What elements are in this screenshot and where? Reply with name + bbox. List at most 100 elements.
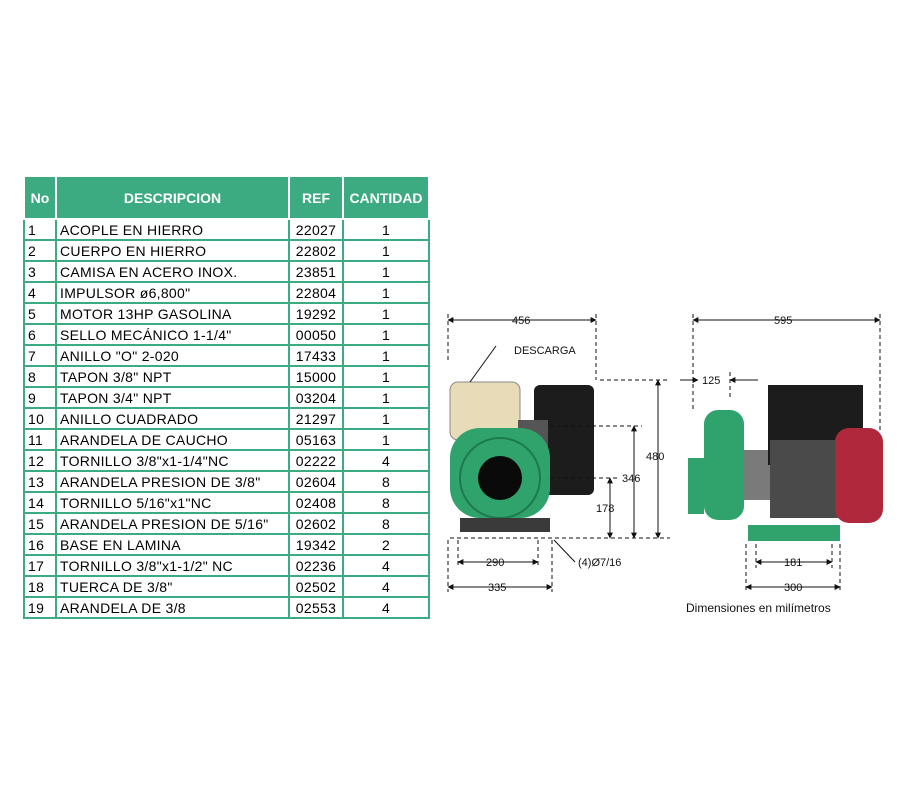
cell-cantidad: 8 [342,513,430,535]
cell-descripcion: ANILLO "O" 2-020 [55,345,290,367]
cell-cantidad: 4 [342,576,430,598]
side-view: 595 125 181 300 Dimensiones en milímetro… [680,314,883,615]
cell-ref: 22802 [288,240,344,262]
dim-front-height-axis: 178 [596,503,614,515]
cell-no: 8 [23,366,57,388]
cell-ref: 02408 [288,492,344,514]
cell-no: 18 [23,576,57,598]
header-descripcion: DESCRIPCION [55,175,290,220]
cell-descripcion: BASE EN LAMINA [55,534,290,556]
cell-descripcion: MOTOR 13HP GASOLINA [55,303,290,325]
cell-ref: 22804 [288,282,344,304]
cell-cantidad: 1 [342,219,430,241]
cell-no: 1 [23,219,57,241]
pump-dimension-drawing: 456 DESCARGA 480 346 178 290 335 (4)Ø7/1… [447,314,883,615]
cell-descripcion: ARANDELA DE 3/8 [55,597,290,619]
cell-ref: 23851 [288,261,344,283]
side-base [748,525,840,541]
cell-descripcion: SELLO MECÁNICO 1-1/4" [55,324,290,346]
cell-ref: 02553 [288,597,344,619]
cell-descripcion: TORNILLO 3/8"x1-1/4"NC [55,450,290,472]
cell-no: 12 [23,450,57,472]
cell-cantidad: 1 [342,240,430,262]
cell-cantidad: 1 [342,282,430,304]
cell-ref: 02502 [288,576,344,598]
cell-descripcion: CAMISA EN ACERO INOX. [55,261,290,283]
dim-front-base-inner: 290 [486,557,504,569]
cell-descripcion: CUERPO EN HIERRO [55,240,290,262]
dimension-caption: Dimensiones en milímetros [686,601,831,615]
side-pump-flange [688,458,704,514]
cell-ref: 03204 [288,387,344,409]
side-engine-cover [835,428,883,523]
cell-cantidad: 2 [342,534,430,556]
cell-cantidad: 4 [342,555,430,577]
dim-side-base-outer: 300 [784,582,802,594]
cell-no: 9 [23,387,57,409]
cell-descripcion: TAPON 3/4" NPT [55,387,290,409]
cell-cantidad: 1 [342,345,430,367]
cell-no: 16 [23,534,57,556]
cell-no: 2 [23,240,57,262]
cell-no: 13 [23,471,57,493]
cell-no: 19 [23,597,57,619]
front-pump-inlet [478,456,522,500]
cell-ref: 02222 [288,450,344,472]
cell-no: 7 [23,345,57,367]
cell-cantidad: 8 [342,471,430,493]
cell-no: 17 [23,555,57,577]
cell-descripcion: IMPULSOR ø6,800" [55,282,290,304]
cell-ref: 02602 [288,513,344,535]
cell-descripcion: ARANDELA PRESION DE 3/8" [55,471,290,493]
cell-cantidad: 8 [342,492,430,514]
cell-descripcion: TAPON 3/8" NPT [55,366,290,388]
label-descarga: DESCARGA [514,345,576,357]
dim-front-base-outer: 335 [488,582,506,594]
cell-descripcion: TORNILLO 5/16"x1"NC [55,492,290,514]
front-base [460,518,550,532]
cell-no: 6 [23,324,57,346]
cell-descripcion: ARANDELA DE CAUCHO [55,429,290,451]
cell-no: 15 [23,513,57,535]
cell-cantidad: 1 [342,261,430,283]
cell-ref: 15000 [288,366,344,388]
front-view: 456 DESCARGA 480 346 178 290 335 (4)Ø7/1… [447,314,670,594]
cell-cantidad: 4 [342,450,430,472]
dim-front-height-inlet: 346 [622,473,640,485]
cell-descripcion: ACOPLE EN HIERRO [55,219,290,241]
dim-side-width: 595 [774,315,792,327]
cell-ref: 21297 [288,408,344,430]
dim-side-offset: 125 [702,375,720,387]
cell-descripcion: ANILLO CUADRADO [55,408,290,430]
header-ref: REF [288,175,344,220]
side-shaft [744,450,770,500]
cell-cantidad: 4 [342,597,430,619]
cell-cantidad: 1 [342,303,430,325]
cell-ref: 19342 [288,534,344,556]
cell-no: 3 [23,261,57,283]
side-pump-body [704,410,744,520]
cell-ref: 00050 [288,324,344,346]
dim-side-base-inner: 181 [784,557,802,569]
cell-ref: 17433 [288,345,344,367]
cell-ref: 19292 [288,303,344,325]
cell-cantidad: 1 [342,324,430,346]
